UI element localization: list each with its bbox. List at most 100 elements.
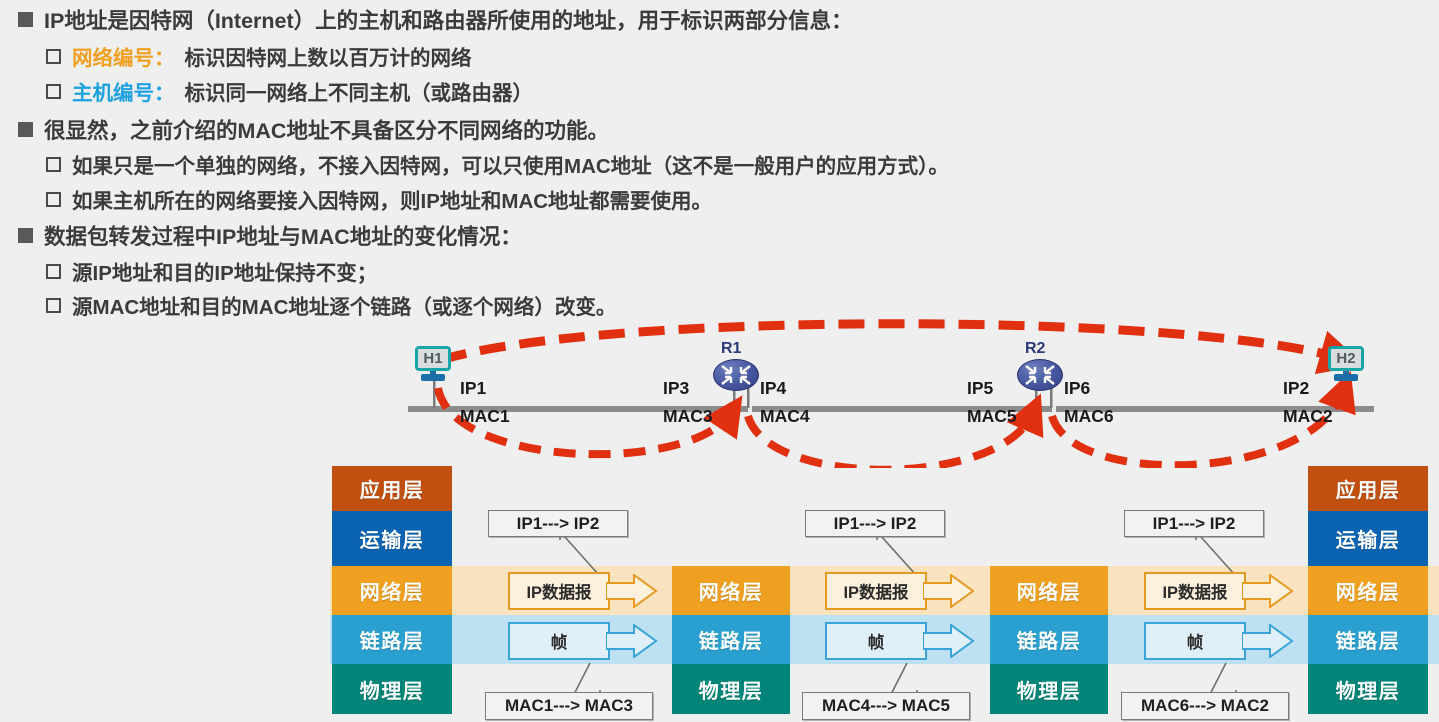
h2-mac-label: MAC2 [1283,406,1333,426]
hollow-square-bullet-icon [46,263,61,279]
monitor-base [421,374,445,381]
router-r1-name: R1 [721,340,742,357]
layer-physical: 物理层 [1308,664,1428,714]
bullet-highlight-network-number: 网络编号： [72,47,175,70]
bullet-item-1: IP地址是因特网（Internet）上的主机和路由器所使用的地址，用于标识两部分… [18,4,853,35]
bullet-text: 如果主机所在的网络要接入因特网，则IP地址和MAC地址都需要使用。 [72,190,713,213]
protocol-stack-diagram: 应用层 运输层 网络层 链路层 物理层 网络层 链路层 物理层 网络层 链路层 … [0,466,1439,722]
network-diagram-svg [408,319,1374,468]
frame-pdu-arrow-hop-2 [923,624,975,658]
ip-datagram-pdu-hop-2: IP数据报 [825,572,927,610]
router-r2-icon [1017,359,1063,391]
layer-network: 网络层 [1308,566,1428,615]
monitor-base [1334,374,1358,381]
layer-physical: 物理层 [672,664,790,714]
router-r2-protocol-stack: 网络层 链路层 物理层 [990,566,1108,714]
layer-application: 应用层 [332,466,452,511]
bullet-text: 源MAC地址和目的MAC地址逐个链路（或逐个网络）改变。 [72,296,617,319]
hollow-square-bullet-icon [46,48,61,64]
router-r2-name: R2 [1025,340,1046,357]
h2-ip-label: IP2 [1283,378,1310,398]
layer-physical: 物理层 [990,664,1108,714]
ip-datagram-pdu-hop-1: IP数据报 [508,572,610,610]
bullet-item-7: 数据包转发过程中IP地址与MAC地址的变化情况： [18,220,522,251]
bullet-item-6: 如果主机所在的网络要接入因特网，则IP地址和MAC地址都需要使用。 [46,184,712,214]
ip-callout-hop-1: IP1---> IP2 [488,510,628,537]
hollow-square-bullet-icon [46,191,61,207]
host-h2-label: H2 [1328,346,1364,371]
layer-link: 链路层 [672,615,790,664]
bullet-item-3: 主机编号： 标识同一网络上不同主机（或路由器） [46,76,533,106]
monitor-neck [1343,371,1349,375]
ip-path-arc [439,319,1365,375]
bullet-item-9: 源MAC地址和目的MAC地址逐个链路（或逐个网络）改变。 [46,290,616,320]
router-arrows-glyph [721,365,751,385]
network-links [408,376,1374,412]
host-h1-icon: H1 [415,346,451,384]
router-r1-protocol-stack: 网络层 链路层 物理层 [672,566,790,714]
bullet-text: 很显然，之前介绍的MAC地址不具备区分不同网络的功能。 [44,119,609,143]
hollow-square-bullet-icon [46,83,61,99]
layer-network: 网络层 [672,566,790,615]
r1-right-ip-label: IP4 [760,378,787,398]
bullet-item-8: 源IP地址和目的IP地址保持不变； [46,256,377,286]
ip-pdu-arrow-hop-1 [606,574,658,608]
bullet-text: 数据包转发过程中IP地址与MAC地址的变化情况： [44,225,522,249]
layer-transport: 运输层 [332,511,452,566]
layer-link: 链路层 [332,615,452,664]
frame-pdu-arrow-hop-3 [1242,624,1294,658]
bullet-text: 如果只是一个单独的网络，不接入因特网，可以只使用MAC地址（这不是一般用户的应用… [72,155,949,178]
mac-callout-hop-3: MAC6---> MAC2 [1121,692,1289,720]
mac-callout-hop-2: MAC4---> MAC5 [802,692,970,720]
host-h1-label: H1 [415,346,451,371]
monitor-neck [430,371,436,375]
host-h2-protocol-stack: 应用层 运输层 网络层 链路层 物理层 [1308,466,1428,714]
ip-pdu-arrow-hop-3 [1242,574,1294,608]
h1-ip-label: IP1 [460,378,487,398]
router-r1-icon [713,359,759,391]
hollow-square-bullet-icon [46,156,61,172]
ip-callout-hop-3: IP1---> IP2 [1124,510,1264,537]
filled-square-bullet-icon [18,228,33,243]
bullet-text: 标识同一网络上不同主机（或路由器） [184,82,534,105]
bullet-item-2: 网络编号： 标识因特网上数以百万计的网络 [46,41,472,71]
host-h1-protocol-stack: 应用层 运输层 网络层 链路层 物理层 [332,466,452,714]
frame-pdu-hop-1: 帧 [508,622,610,660]
mac-hop-arc-1 [434,386,743,459]
r2-left-mac-label: MAC5 [967,406,1017,426]
network-topology-diagram: H1 IP1 MAC1 R1 IP3 MAC3 IP4 MAC4 R2 IP5 … [0,318,1439,468]
ip-datagram-pdu-hop-3: IP数据报 [1144,572,1246,610]
bullet-item-5: 如果只是一个单独的网络，不接入因特网，可以只使用MAC地址（这不是一般用户的应用… [46,149,949,179]
ip-pdu-arrow-hop-2 [923,574,975,608]
frame-pdu-hop-3: 帧 [1144,622,1246,660]
router-arrows-glyph [1025,365,1055,385]
h1-mac-label: MAC1 [460,406,510,426]
layer-network: 网络层 [332,566,452,615]
r1-left-mac-label: MAC3 [663,406,713,426]
r2-left-ip-label: IP5 [967,378,994,398]
frame-pdu-hop-2: 帧 [825,622,927,660]
layer-link: 链路层 [1308,615,1428,664]
host-h2-icon: H2 [1328,346,1364,384]
r1-right-mac-label: MAC4 [760,406,810,426]
hollow-square-bullet-icon [46,297,61,313]
filled-square-bullet-icon [18,12,33,27]
r2-right-ip-label: IP6 [1064,378,1091,398]
layer-application: 应用层 [1308,466,1428,511]
bullet-text: 源IP地址和目的IP地址保持不变； [72,262,378,285]
bullet-item-4: 很显然，之前介绍的MAC地址不具备区分不同网络的功能。 [18,114,609,145]
mac-callout-hop-1: MAC1---> MAC3 [485,692,653,720]
filled-square-bullet-icon [18,122,33,137]
bullet-text: 标识因特网上数以百万计的网络 [184,47,472,70]
bullet-highlight-host-number: 主机编号： [72,82,175,105]
mac-hop-arc-3 [1048,370,1356,468]
bullet-text: IP地址是因特网（Internet）上的主机和路由器所使用的地址，用于标识两部分… [44,9,853,33]
layer-link: 链路层 [990,615,1108,664]
layer-transport: 运输层 [1308,511,1428,566]
mac-hop-arc-2 [744,393,1044,468]
r2-right-mac-label: MAC6 [1064,406,1114,426]
ip-callout-hop-2: IP1---> IP2 [805,510,945,537]
frame-pdu-arrow-hop-1 [606,624,658,658]
layer-physical: 物理层 [332,664,452,714]
r1-left-ip-label: IP3 [663,378,690,398]
